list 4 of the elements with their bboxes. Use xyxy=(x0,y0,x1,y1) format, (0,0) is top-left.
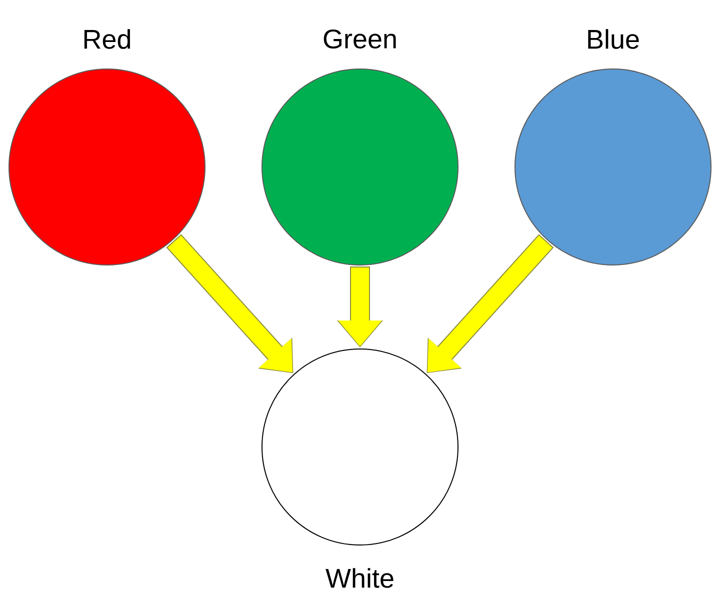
circle-label: Red xyxy=(84,29,130,49)
circle-label: Green xyxy=(324,29,396,49)
circle-label: Blue xyxy=(588,29,639,49)
circle-label: White xyxy=(326,568,394,588)
